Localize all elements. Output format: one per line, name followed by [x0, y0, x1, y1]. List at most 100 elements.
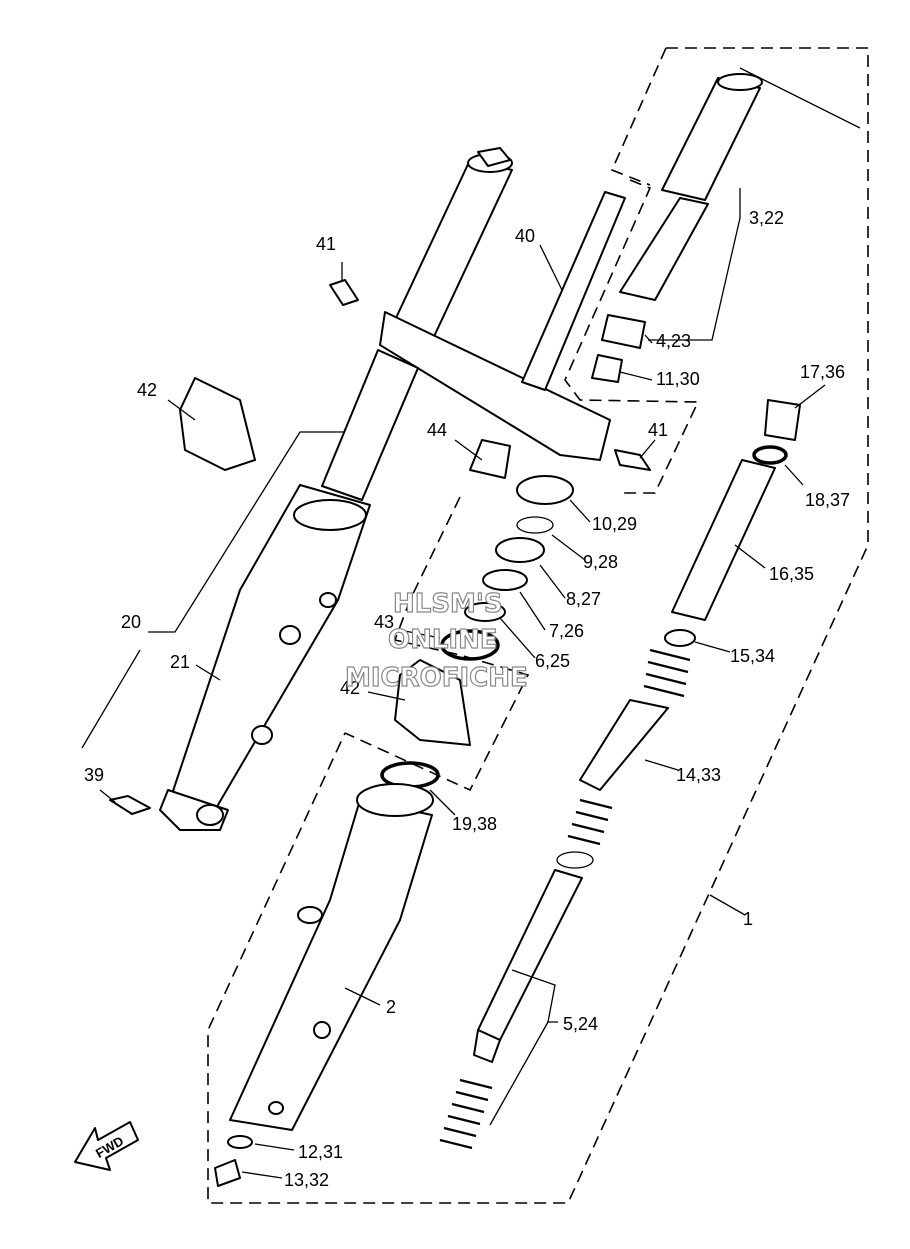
leader-2 — [344, 987, 381, 1006]
leader-40 — [539, 244, 563, 291]
leader-16-35 — [734, 544, 766, 569]
leader-20-21-bracket — [81, 649, 141, 749]
outer-tube-mouth — [356, 783, 434, 817]
axle-hole — [196, 804, 224, 826]
leader-42b — [367, 691, 406, 701]
cap-bolt-41-upper — [329, 279, 359, 306]
watermark-line-2: ONLINE — [388, 625, 498, 655]
callout-6-25: 6,25 — [535, 651, 570, 671]
callout-labels: 41 40 3,22 4,23 11,30 17,36 42 44 41 10,… — [84, 208, 850, 1190]
o-ring-43 — [440, 629, 500, 661]
oil-seal-8 — [495, 537, 545, 563]
leader-19-38 — [429, 789, 456, 816]
fwd-arrow-shape — [74, 1121, 139, 1171]
callout-10-29: 10,29 — [592, 514, 637, 534]
callout-4-23: 4,23 — [656, 331, 691, 351]
callout-14-33: 14,33 — [676, 765, 721, 785]
clip-9 — [516, 516, 554, 534]
springs-and-damper — [439, 648, 691, 1150]
dust-seal-10 — [516, 475, 574, 505]
leader-1 — [709, 894, 746, 916]
outer-tube-boss-2 — [313, 1021, 331, 1039]
leader-39 — [99, 789, 116, 803]
damper-rod-head — [473, 1029, 501, 1063]
seal-kit-boundary — [344, 496, 530, 792]
inner-tube-3 — [661, 77, 761, 201]
bolt-13 — [214, 1159, 241, 1187]
upper-fork-tube — [387, 159, 513, 346]
right-column-parts — [380, 73, 801, 789]
callout-17-36: 17,36 — [800, 362, 845, 382]
washer-7 — [482, 569, 528, 591]
bush-4 — [601, 314, 646, 349]
inner-tube-top — [717, 73, 763, 91]
washer-15 — [664, 629, 696, 647]
fork-boot-42-upper — [179, 377, 256, 471]
fork-boot-42-lower — [394, 659, 471, 746]
callout-21: 21 — [170, 652, 190, 672]
leader-7-26 — [519, 591, 546, 631]
outer-tube-boss — [297, 906, 323, 924]
leader-41b — [639, 439, 656, 459]
fwd-arrow: FWD — [74, 1121, 139, 1171]
callout-42-lower: 42 — [340, 678, 360, 698]
outer-tube-2 — [229, 799, 433, 1131]
mount-boss-1 — [279, 625, 301, 645]
leader-17-36 — [794, 384, 826, 409]
leader-15-34 — [694, 641, 731, 653]
callout-41-lower: 41 — [648, 420, 668, 440]
spacer-16 — [671, 459, 776, 621]
callout-18-37: 18,37 — [805, 490, 850, 510]
leader-20 — [148, 431, 345, 633]
cap-bolt-17 — [764, 399, 801, 441]
steering-stem — [521, 191, 626, 391]
callout-5-24: 5,24 — [563, 1014, 598, 1034]
upper-tube-assembly — [159, 147, 626, 831]
assembly-boundaries — [207, 47, 869, 1204]
inner-tube-boundary — [610, 47, 667, 186]
cap-bolt-41-lower — [614, 449, 651, 471]
fork-spring-14-lower — [567, 798, 613, 846]
inner-tube-3-lower — [619, 197, 709, 301]
leader-44 — [454, 439, 483, 461]
left-small-parts — [109, 279, 359, 815]
leader-4-23 — [644, 334, 653, 344]
callout-11-30: 11,30 — [656, 369, 700, 389]
spring-14-middle — [579, 699, 669, 791]
mount-boss-3 — [319, 592, 337, 608]
leader-14-33 — [644, 759, 679, 771]
callout-40: 40 — [515, 226, 535, 246]
leader-9-28 — [551, 534, 586, 561]
callout-44: 44 — [427, 420, 447, 440]
callout-12-31: 12,31 — [298, 1142, 343, 1162]
cap-bolt-39 — [109, 795, 151, 815]
bush-11 — [591, 354, 623, 383]
circlip-5 — [556, 851, 594, 869]
leader-lines — [81, 67, 861, 1179]
callout-41: 41 — [316, 234, 336, 254]
leader-43 — [399, 629, 441, 639]
callout-43: 43 — [374, 612, 394, 632]
callout-7-26: 7,26 — [549, 621, 584, 641]
spacer-44 — [469, 439, 511, 479]
leader-21 — [195, 664, 221, 681]
callout-20: 20 — [121, 612, 141, 632]
callout-39: 39 — [84, 765, 104, 785]
callout-13-32: 13,32 — [284, 1170, 329, 1190]
callout-1: 1 — [743, 909, 753, 929]
callout-9-28: 9,28 — [583, 552, 618, 572]
leader-6-25 — [499, 617, 536, 659]
o-ring-18 — [752, 445, 788, 465]
rebound-spring — [439, 1078, 493, 1150]
fork-spring-14-upper — [643, 648, 691, 698]
washer-12 — [227, 1135, 253, 1149]
watermark-line-1: HLSM'S — [393, 589, 503, 619]
callout-16-35: 16,35 — [769, 564, 814, 584]
leader-5-24-lower — [489, 1021, 549, 1126]
upper-bracket — [379, 311, 611, 461]
callout-8-27: 8,27 — [566, 589, 601, 609]
leader-8-27 — [539, 564, 566, 599]
leader-13-32 — [241, 1171, 283, 1179]
drain-hole — [268, 1101, 284, 1115]
